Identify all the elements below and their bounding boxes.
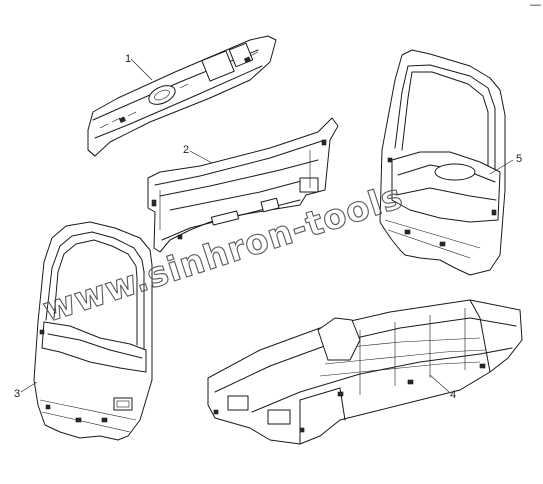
part-3-side-panel — [33, 221, 153, 441]
part-label-3: 3 — [14, 388, 20, 400]
part-label-2: 2 — [183, 144, 189, 156]
part-5-side-panel — [379, 49, 506, 276]
part-label-5: 5 — [516, 153, 522, 165]
part-1-upper-panel — [87, 35, 277, 157]
part-4-floor-frame — [207, 299, 523, 445]
part-label-4: 4 — [450, 389, 456, 401]
corner-mark: — — [530, 0, 541, 11]
part-label-1: 1 — [125, 53, 131, 65]
leader-lines — [20, 58, 514, 393]
part-2-back-frame — [147, 117, 339, 253]
